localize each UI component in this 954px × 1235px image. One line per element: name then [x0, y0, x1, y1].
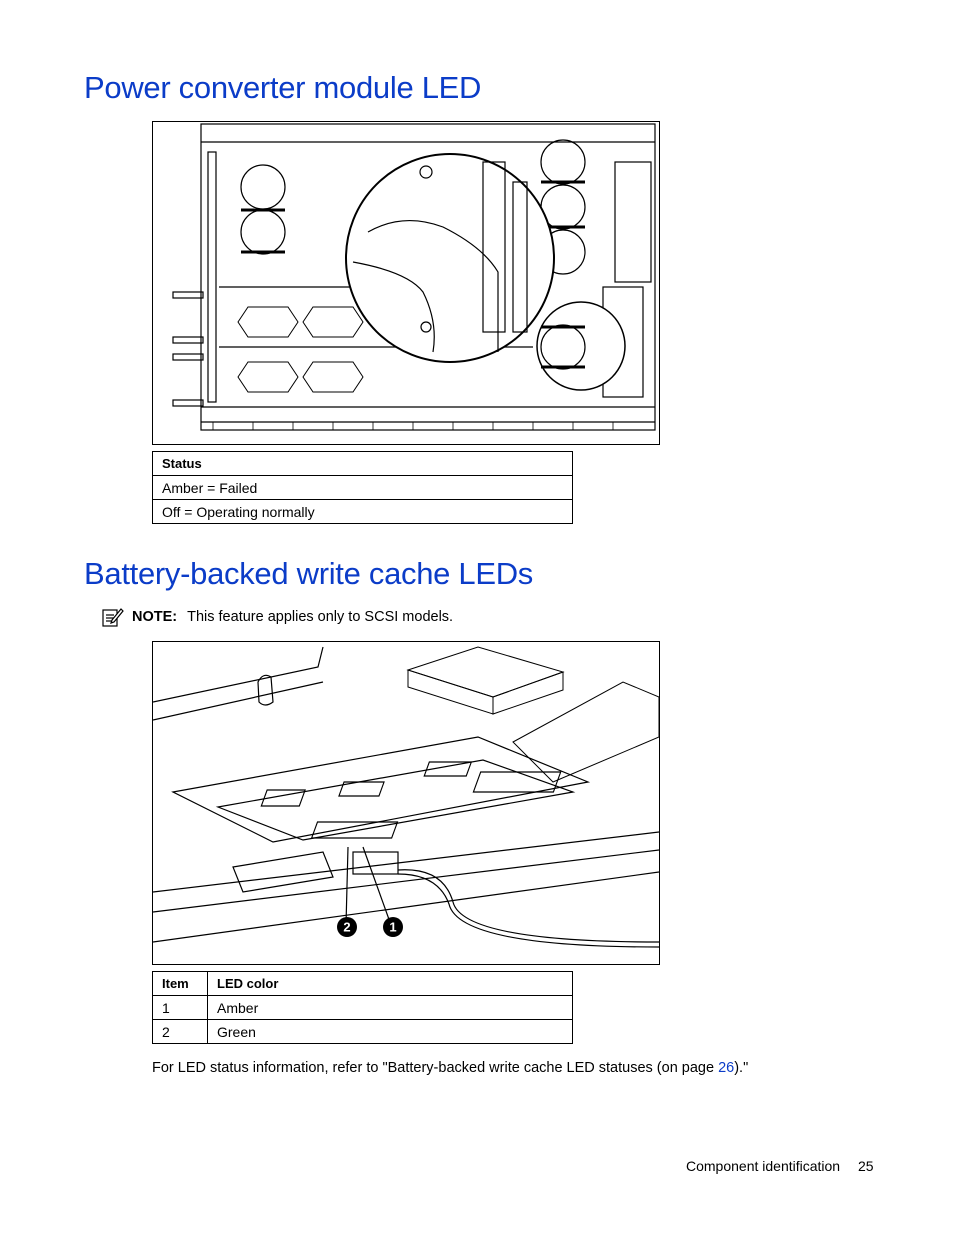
section-heading-power-converter: Power converter module LED: [84, 70, 482, 105]
section-heading-bbwc: Battery-backed write cache LEDs: [84, 556, 534, 591]
callout-2-label: 2: [343, 920, 350, 935]
note-text: This feature applies only to SCSI models…: [187, 609, 454, 625]
page-link[interactable]: 26: [718, 1060, 735, 1076]
table-cell: Off = Operating normally: [152, 499, 573, 524]
table-row: Off = Operating normally: [152, 499, 573, 524]
callout-2-badge: 2: [337, 917, 357, 937]
table-cell: Green: [207, 1019, 573, 1044]
page-number: 25: [858, 1158, 874, 1174]
callout-1-label: 1: [389, 920, 396, 935]
paragraph-text-end: ).": [734, 1060, 749, 1076]
note-label: NOTE:: [132, 609, 178, 625]
bbwc-illustration: 2 1: [152, 641, 660, 965]
table-header: LED color: [207, 971, 573, 996]
led-status-paragraph: For LED status information, refer to "Ba…: [152, 1060, 748, 1076]
table-row: 2 Green: [152, 1019, 573, 1044]
status-table: Status Amber = Failed Off = Operating no…: [152, 451, 573, 524]
paragraph-text: For LED status information, refer to "Ba…: [152, 1060, 719, 1076]
table-cell: Amber = Failed: [152, 475, 573, 500]
table-header: Status: [152, 451, 573, 476]
note-pencil-icon: [102, 608, 124, 627]
table-cell: 1: [152, 995, 208, 1020]
table-row: Amber = Failed: [152, 475, 573, 500]
page-footer: Component identification 25: [686, 1158, 874, 1174]
note: NOTE: This feature applies only to SCSI …: [102, 606, 453, 628]
table-cell: 2: [152, 1019, 208, 1044]
led-color-table: Item LED color 1 Amber 2 Green: [152, 971, 573, 1044]
table-row: 1 Amber: [152, 995, 573, 1020]
footer-section: Component identification: [686, 1158, 841, 1174]
power-converter-illustration: [152, 121, 660, 445]
table-header: Item: [152, 971, 208, 996]
callout-1-badge: 1: [383, 917, 403, 937]
table-cell: Amber: [207, 995, 573, 1020]
